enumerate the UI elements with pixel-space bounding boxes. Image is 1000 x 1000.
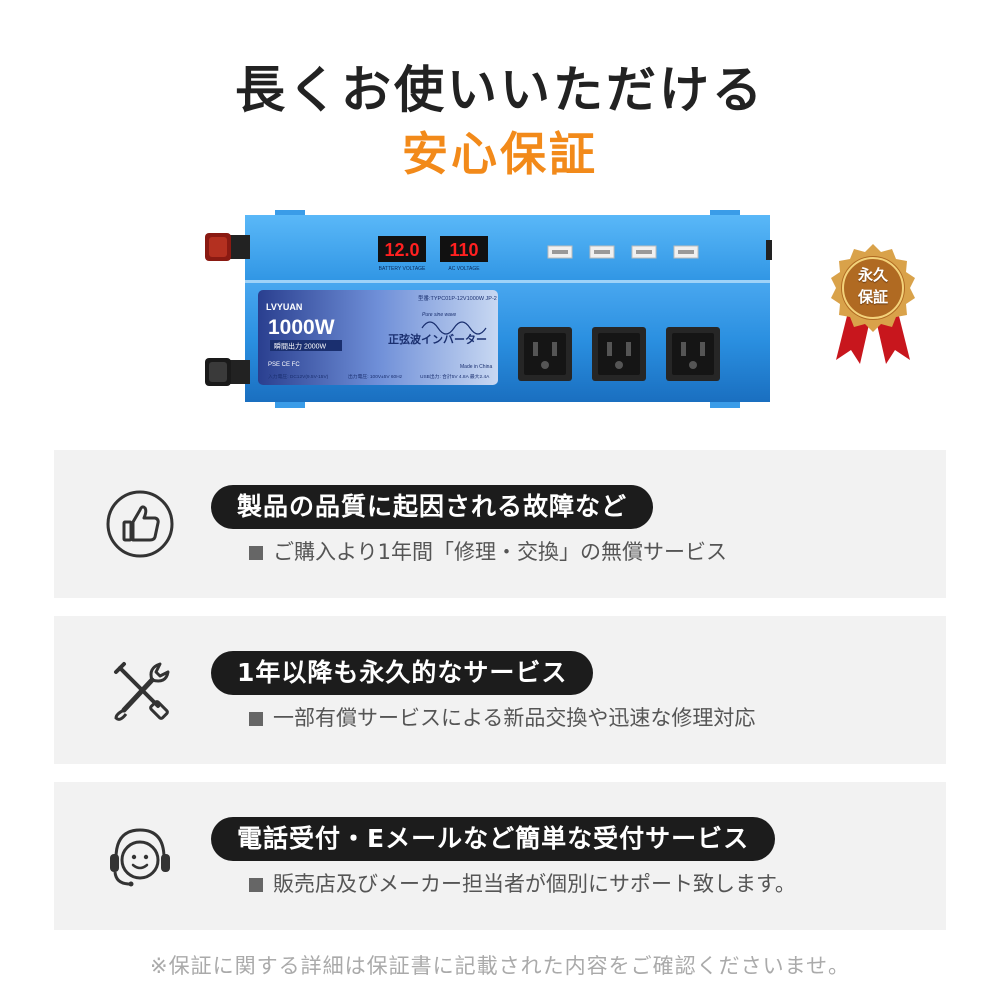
brand-name: LVYUAN bbox=[266, 302, 302, 312]
seal-text-line1: 永久 bbox=[857, 266, 888, 284]
power-rating: 1000W bbox=[268, 316, 335, 339]
ac-voltage-label: AC VOLTAGE bbox=[448, 266, 480, 272]
certification-marks: PSE CE FC bbox=[268, 362, 300, 368]
feature-description: 販売店及びメーカー担当者が個別にサポート致します。 bbox=[249, 870, 796, 898]
mounting-tab bbox=[710, 210, 740, 218]
page-subtitle: 安心保証 bbox=[402, 127, 598, 181]
product-name: 正弦波インバーター bbox=[388, 332, 487, 346]
tools-icon bbox=[114, 662, 170, 721]
page-title: 長くお使いいただける bbox=[235, 61, 765, 119]
warranty-footnote: ※保証に関する詳細は保証書に記載された内容をご確認くださいませ。 bbox=[150, 954, 850, 978]
bullet-square-icon bbox=[249, 546, 263, 560]
ac-voltage-display bbox=[440, 236, 488, 262]
feature-card-support: 電話受付・Eメールなど簡単な受付サービス 販売店及びメーカー担当者が個別にサポー… bbox=[54, 782, 946, 930]
ac-outlet bbox=[592, 327, 646, 381]
headset-icon bbox=[110, 828, 170, 887]
battery-voltage-display bbox=[378, 236, 426, 262]
feature-title: 1年以降も永久的なサービス bbox=[211, 651, 594, 695]
bullet-square-icon bbox=[249, 878, 263, 892]
feature-description-text: 一部有償サービスによる新品交換や迅速な修理対応 bbox=[273, 706, 756, 730]
feature-title: 電話受付・Eメールなど簡単な受付サービス bbox=[211, 817, 776, 861]
made-in-label: Made in China bbox=[460, 364, 492, 370]
mounting-tab bbox=[275, 210, 305, 218]
mounting-tab bbox=[710, 400, 740, 408]
inverter-product-image: 12.0 110 BATTERY VOLTAGE AC VOLTAGE LVYU… bbox=[205, 210, 772, 408]
battery-voltage-value: 12.0 bbox=[384, 240, 419, 260]
feature-description: 一部有償サービスによる新品交換や迅速な修理対応 bbox=[249, 704, 755, 732]
feature-description-text: 販売店及びメーカー担当者が個別にサポート致します。 bbox=[273, 872, 796, 896]
ac-outlet bbox=[666, 327, 720, 381]
output-spec: 出力電圧: 100V±5V 60Hz bbox=[348, 373, 403, 380]
model-number: 型番:TYPC01P-12V1000W JP-2 bbox=[418, 294, 497, 302]
seal-badge-icon bbox=[831, 244, 915, 364]
feature-description: ご購入より1年間「修理・交換」の無償サービス bbox=[249, 538, 727, 566]
usb-spec: USB出力: 合計5V 4.8A 最大2.4A bbox=[420, 373, 490, 380]
mounting-tab bbox=[275, 400, 305, 408]
ac-voltage-value: 110 bbox=[449, 240, 478, 260]
peak-power: 瞬間出力 2000W bbox=[274, 342, 327, 351]
feature-description-text: ご購入より1年間「修理・交換」の無償サービス bbox=[273, 540, 727, 564]
bullet-square-icon bbox=[249, 712, 263, 726]
sine-wave-graphic bbox=[421, 321, 487, 335]
product-label bbox=[258, 290, 498, 385]
terminal-negative-base bbox=[228, 360, 250, 384]
input-spec: 入力電圧: DC12V(9.5V-15V) bbox=[268, 373, 329, 380]
ac-outlet bbox=[518, 327, 572, 381]
feature-card-permanent: 1年以降も永久的なサービス 一部有償サービスによる新品交換や迅速な修理対応 bbox=[54, 616, 946, 764]
eternal-warranty-seal: 永久 保証 bbox=[818, 242, 928, 367]
battery-voltage-label: BATTERY VOLTAGE bbox=[379, 266, 426, 272]
terminal-positive-base bbox=[228, 235, 250, 259]
thumbs-up-icon bbox=[106, 490, 174, 558]
seal-text-line2: 保証 bbox=[857, 288, 888, 306]
feature-title: 製品の品質に起因される故障など bbox=[211, 485, 654, 529]
feature-card-quality: 製品の品質に起因される故障など ご購入より1年間「修理・交換」の無償サービス bbox=[54, 450, 946, 598]
wave-label: Pure sine wave bbox=[422, 312, 456, 318]
usb-ports bbox=[547, 245, 699, 259]
